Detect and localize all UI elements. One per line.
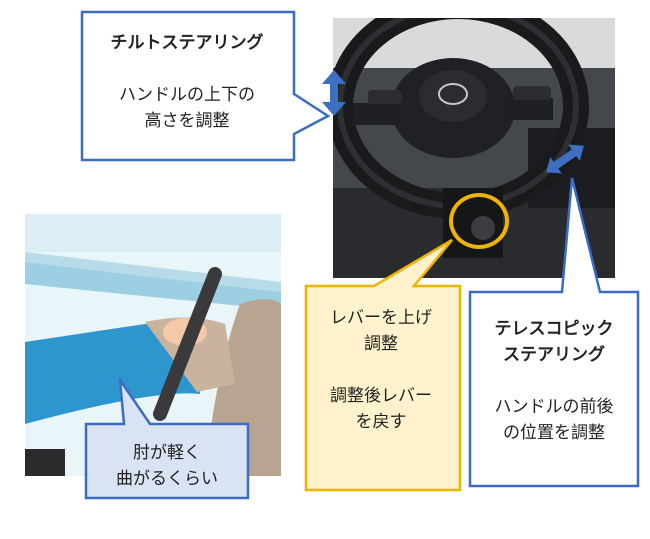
elbow-callout-shape	[84, 378, 250, 500]
tilt-callout: チルトステアリング ハンドルの上下の 高さを調整	[82, 30, 292, 134]
telescopic-callout-shape	[468, 177, 640, 488]
forward-back-arrow-icon	[546, 144, 584, 174]
telescopic-title-line1: テレスコピック	[494, 319, 614, 339]
lever-line2: 調整	[364, 334, 398, 354]
telescopic-title-line2: ステアリング	[503, 345, 605, 365]
telescopic-desc-line2: の位置を調整	[503, 423, 605, 443]
up-down-arrow-icon	[322, 70, 346, 116]
elbow-line2: 曲がるくらい	[116, 469, 218, 489]
telescopic-desc-line1: ハンドルの前後	[494, 397, 614, 417]
elbow-line1: 肘が軽く	[133, 443, 201, 463]
tilt-callout-shape	[80, 10, 331, 162]
lever-line4: を戻す	[355, 412, 407, 432]
lever-highlight-circle	[449, 193, 509, 249]
lever-callout: レバーを上げ 調整 調整後レバー を戻す	[306, 305, 456, 435]
tilt-title: チルトステアリング	[110, 33, 264, 53]
elbow-callout: 肘が軽く 曲がるくらい	[86, 440, 248, 492]
lever-line1: レバーを上げ	[330, 308, 432, 328]
tilt-desc-line2: 高さを調整	[144, 111, 230, 131]
tilt-desc-line1: ハンドルの上下の	[119, 85, 255, 105]
lever-line3: 調整後レバー	[330, 386, 432, 406]
lever-callout-shape	[304, 238, 462, 492]
telescopic-callout: テレスコピック ステアリング ハンドルの前後 の位置を調整	[472, 316, 636, 446]
